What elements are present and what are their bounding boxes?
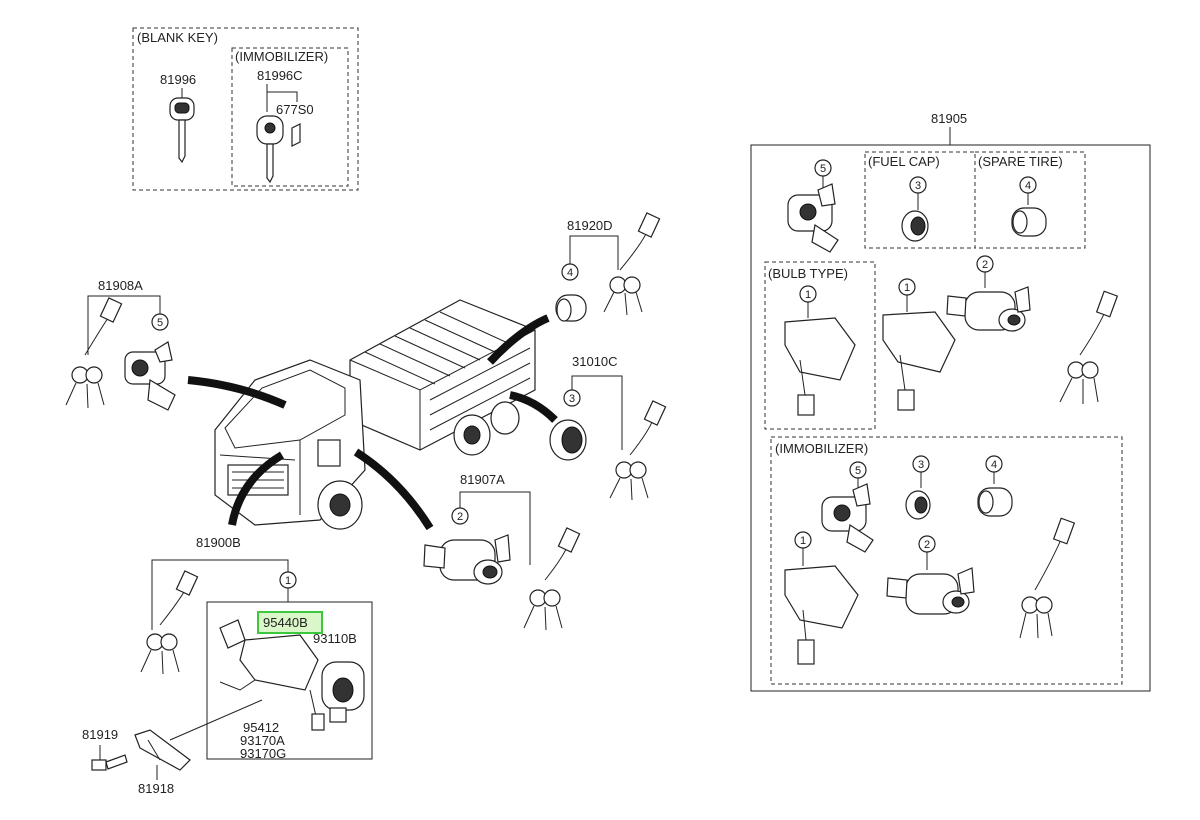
callout-5-81908a: 5 — [157, 317, 163, 329]
fuel-cap-icon — [905, 490, 931, 520]
spare-tire-label: (SPARE TIRE) — [978, 154, 1063, 169]
part-81905[interactable]: 81905 — [931, 111, 967, 126]
group-81920d: 81920D 4 — [555, 212, 661, 322]
callout-3-fuel-cap: 3 — [915, 180, 921, 192]
tailgate-lock-icon — [423, 534, 511, 585]
part-93110b[interactable]: 93110B — [313, 631, 357, 646]
key-set-icon — [140, 570, 199, 675]
callout-2-81905-mid: 2 — [982, 259, 988, 271]
callout-3-immobilizer: 3 — [918, 459, 924, 471]
callout-4-spare-tire: 4 — [1025, 180, 1031, 192]
part-81920d[interactable]: 81920D — [567, 218, 613, 233]
part-81996c[interactable]: 81996C — [257, 68, 303, 83]
group-81905: 81905 5 (FUEL CAP) 3 (SPARE TIRE) 4 — [750, 111, 1151, 692]
fuel-cap-label: (FUEL CAP) — [868, 154, 940, 169]
callout-1-81905-mid: 1 — [904, 282, 910, 294]
key-set-icon — [65, 297, 123, 409]
part-93170a[interactable]: 93170A — [240, 733, 285, 748]
part-81908a[interactable]: 81908A — [98, 278, 143, 293]
group-31010c: 31010C 3 — [549, 354, 667, 501]
callout-1-81900b: 1 — [285, 575, 291, 587]
key-set-icon — [609, 400, 667, 501]
immobilizer-key-icon — [256, 115, 284, 184]
fuel-cap-icon — [549, 419, 587, 461]
callout-5-immobilizer: 5 — [855, 465, 861, 477]
tailgate-lock-icon — [946, 286, 1031, 332]
callout-2-81907a: 2 — [457, 511, 463, 523]
immobilizer-right-label: (IMMOBILIZER) — [775, 441, 868, 456]
immobilizer-key-label: (IMMOBILIZER) — [235, 49, 328, 64]
ignition-switch-icon — [882, 311, 956, 411]
callout-1-immobilizer: 1 — [800, 535, 806, 547]
door-lock-icon — [124, 341, 176, 411]
callout-3-31010c: 3 — [569, 393, 575, 405]
key-cylinder-icon — [321, 661, 365, 723]
callout-1-bulb-type: 1 — [805, 289, 811, 301]
group-81907a: 81907A 2 — [423, 472, 581, 631]
part-95440b-highlight — [257, 611, 323, 634]
group-81908a: 81908A 5 — [65, 278, 176, 411]
pointer-arrows — [187, 314, 558, 531]
door-lock-icon — [787, 183, 839, 253]
cylinder-icon — [1011, 207, 1047, 237]
group-81919-81918: 81919 81918 — [82, 727, 191, 796]
bracket-icon — [134, 729, 191, 771]
key-set-icon — [1059, 290, 1119, 404]
transponder-chip-icon — [291, 123, 301, 147]
blank-key-label: (BLANK KEY) — [137, 30, 218, 45]
ignition-switch-icon — [219, 619, 325, 731]
cylinder-icon — [977, 487, 1013, 517]
group-81900b: 81900B 1 95440B 93110B 95412 — [140, 535, 373, 761]
key-set-icon — [523, 527, 581, 631]
cylinder-icon — [555, 294, 587, 322]
callout-4-immobilizer: 4 — [991, 459, 997, 471]
blank-key-group: (BLANK KEY) 81996 — [132, 27, 359, 191]
door-lock-icon — [821, 483, 874, 553]
truck-illustration — [214, 299, 536, 530]
part-95440b[interactable]: 95440B — [263, 615, 308, 630]
key-set-icon — [603, 212, 661, 316]
key-set-icon — [1019, 517, 1076, 639]
part-93170g[interactable]: 93170G — [240, 746, 286, 761]
part-677s0[interactable]: 677S0 — [276, 102, 314, 117]
fuel-cap-icon — [901, 210, 929, 242]
immobilizer-key-group: (IMMOBILIZER) 81996C 677S0 — [231, 47, 349, 187]
part-81900b[interactable]: 81900B — [196, 535, 241, 550]
part-81907a[interactable]: 81907A — [460, 472, 505, 487]
callout-5-81905-top: 5 — [820, 163, 826, 175]
part-81918[interactable]: 81918 — [138, 781, 174, 796]
part-31010c[interactable]: 31010C — [572, 354, 618, 369]
bulb-type-label: (BULB TYPE) — [768, 266, 848, 281]
tailgate-lock-icon — [886, 567, 975, 615]
callout-2-immobilizer: 2 — [924, 539, 930, 551]
screw-icon — [91, 754, 128, 771]
ignition-switch-icon — [784, 317, 856, 416]
part-95412[interactable]: 95412 — [243, 720, 279, 735]
blank-key-icon — [169, 97, 195, 164]
ignition-switch-icon — [784, 565, 859, 665]
part-81996[interactable]: 81996 — [160, 72, 196, 87]
callout-4-81920d: 4 — [567, 267, 573, 279]
part-81919[interactable]: 81919 — [82, 727, 118, 742]
